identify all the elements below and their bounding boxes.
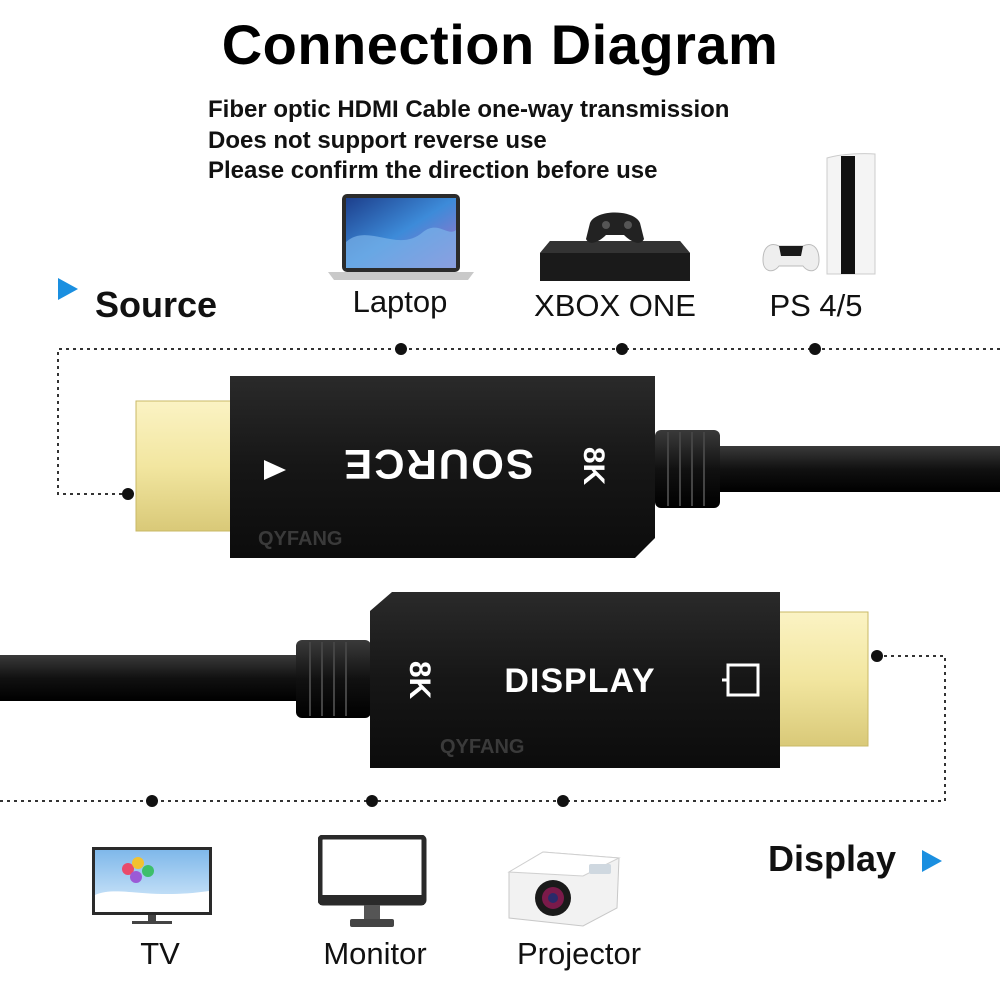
note-line-2: Does not support reverse use (208, 127, 547, 154)
source-laptop-node (395, 343, 407, 355)
display-connector-label: DISPLAY (504, 661, 656, 700)
source-brand-watermark: QYFANG (258, 528, 343, 550)
source-connector-label: SOURCE (342, 441, 534, 488)
source-connector (135, 376, 1000, 558)
display-projector-node (557, 795, 569, 807)
device-label-monitor: Monitor (323, 936, 427, 971)
source-xbox-node (616, 343, 628, 355)
display-plug-node (871, 650, 883, 662)
device-label-ps: PS 4/5 (769, 288, 863, 323)
device-label-laptop: Laptop (352, 284, 448, 319)
note-line-3: Please confirm the direction before use (208, 157, 658, 184)
display-monitor-node (366, 795, 378, 807)
source-plug-node (122, 488, 134, 500)
source-connection-line (57, 348, 1000, 495)
source-arrow-icon (58, 278, 78, 300)
device-label-tv: TV (140, 936, 180, 971)
xbox-console-icon (540, 205, 690, 286)
projector-icon (503, 838, 623, 935)
source-resolution-label: 8K (577, 446, 610, 486)
source-section-label: Source (95, 284, 218, 325)
display-section-label: Display (768, 838, 897, 879)
source-ps-node (809, 343, 821, 355)
device-label-xbox: XBOX ONE (534, 288, 696, 323)
display-connector (0, 592, 869, 768)
monitor-icon (317, 834, 428, 936)
note-line-1: Fiber optic HDMI Cable one-way transmiss… (208, 96, 730, 123)
diagram-title: Connection Diagram (221, 13, 779, 76)
display-arrow-icon (922, 850, 942, 872)
device-label-projector: Projector (516, 936, 642, 971)
playstation-console-icon (757, 150, 881, 285)
display-connection-line (0, 655, 946, 802)
display-brand-watermark: QYFANG (440, 736, 525, 758)
display-tv-node (146, 795, 158, 807)
tv-icon (88, 845, 216, 930)
display-resolution-label: 8K (403, 660, 436, 700)
laptop-icon (328, 192, 474, 287)
